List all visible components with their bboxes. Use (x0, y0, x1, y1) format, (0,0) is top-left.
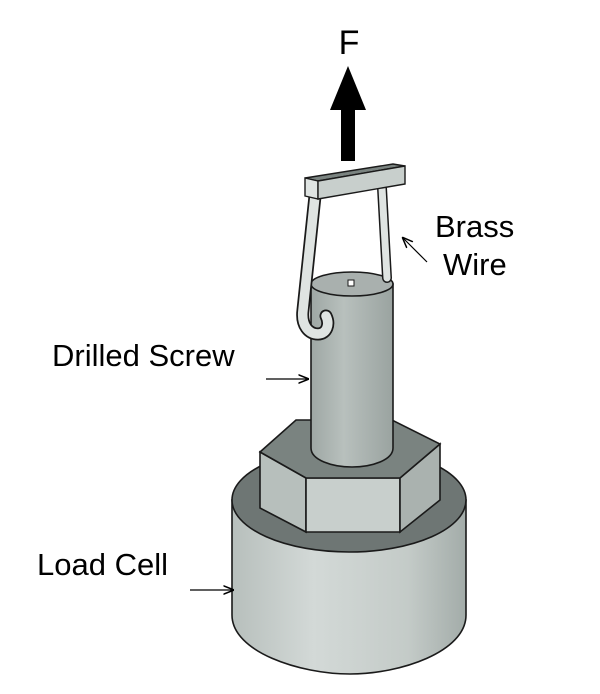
force-arrow (330, 66, 366, 161)
brass-wire-label-line2: Wire (443, 247, 507, 282)
drilled-screw (310, 271, 394, 468)
drill-hole (347, 279, 355, 287)
crossbar-front (304, 177, 319, 200)
load-cell-label: Load Cell (37, 547, 168, 582)
crossbar-side (317, 165, 406, 200)
brass-wire-leader-arrow (403, 238, 428, 263)
force-arrow-head (330, 66, 366, 110)
brass-wire (296, 183, 392, 341)
brass-wire-label-line1: Brass (435, 209, 514, 244)
drilled-screw-label: Drilled Screw (52, 338, 235, 373)
force-arrow-shaft (341, 106, 355, 161)
crossbar (304, 163, 406, 200)
force-label: F (339, 24, 360, 62)
hex-nut-front-face (305, 477, 401, 533)
